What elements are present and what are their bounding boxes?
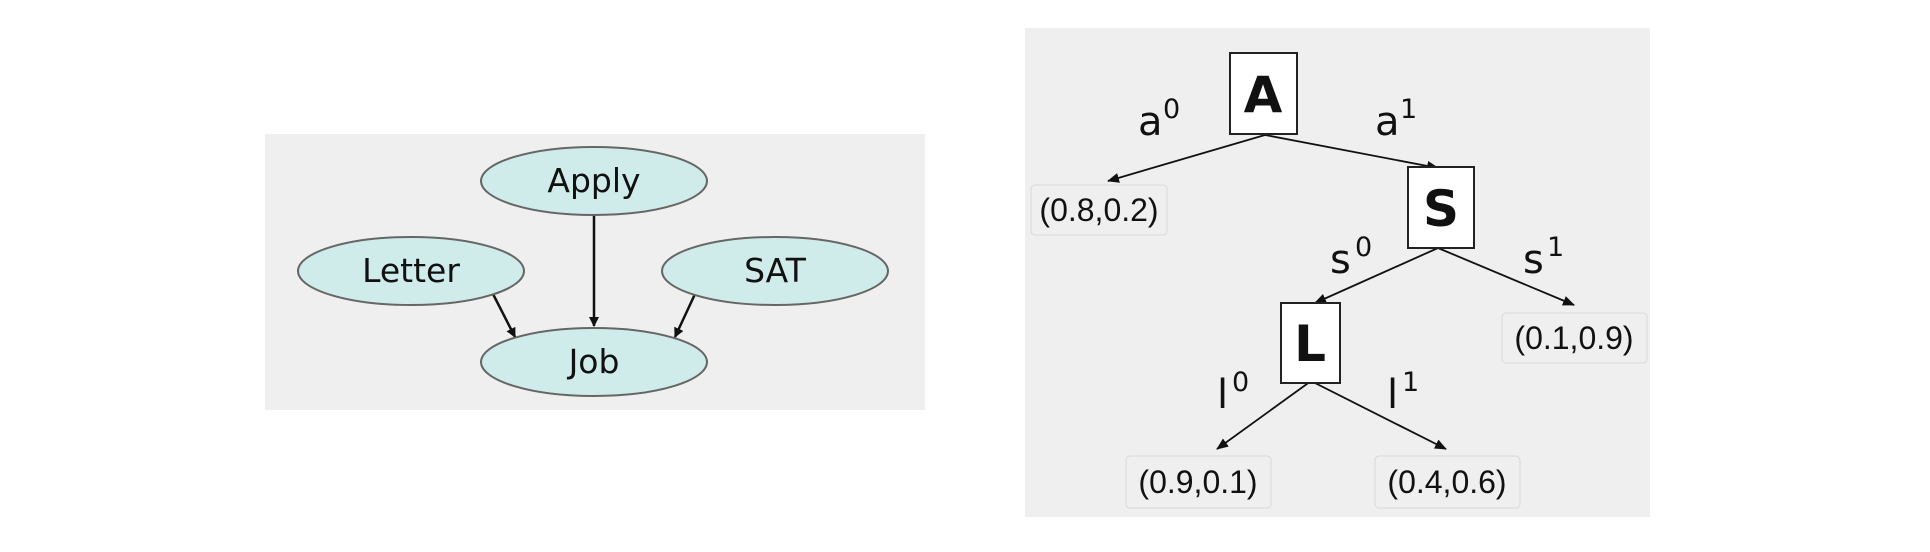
leaf-l1: (0.4,0.6) <box>1374 455 1521 509</box>
edge-sat-job <box>673 293 697 338</box>
tree-node-a: A <box>1229 52 1298 135</box>
edge-label-a0: a 0 <box>1138 94 1180 145</box>
edge-label-l0: l 0 <box>1217 367 1249 418</box>
edge-label-s1-sup: 1 <box>1547 232 1564 263</box>
edge-label-s1-base: s <box>1523 237 1544 283</box>
edge-label-s0-sup: 0 <box>1355 232 1372 263</box>
edge-s-l <box>1314 247 1439 304</box>
edge-label-l1: l 1 <box>1387 367 1419 418</box>
tree-node-l: L <box>1280 302 1341 384</box>
tree-node-s: S <box>1407 166 1475 249</box>
edge-label-s0: s 0 <box>1330 232 1372 283</box>
edge-letter-job <box>491 293 517 338</box>
edge-label-l0-sup: 0 <box>1232 367 1249 398</box>
edge-s-s1 <box>1437 247 1575 306</box>
node-sat-label: SAT <box>744 251 807 290</box>
node-job: Job <box>480 327 708 397</box>
leaf-a0: (0.8,0.2) <box>1030 184 1168 236</box>
leaf-s1-value: (0.1,0.9) <box>1514 320 1633 356</box>
node-apply: Apply <box>480 146 708 216</box>
node-letter: Letter <box>297 236 525 306</box>
edge-label-a1: a 1 <box>1375 94 1417 145</box>
edge-label-s0-base: s <box>1330 237 1351 283</box>
edge-label-l1-base: l <box>1387 372 1398 418</box>
edge-l-l1 <box>1310 380 1447 450</box>
bayes-net-diagram: Apply Letter SAT Job <box>265 134 925 410</box>
edge-a-s <box>1264 134 1439 171</box>
edge-label-l0-base: l <box>1217 372 1228 418</box>
decision-tree-background <box>1025 28 1650 517</box>
leaf-l0: (0.9,0.1) <box>1125 455 1272 509</box>
edge-a-a0 <box>1107 134 1266 183</box>
edge-label-a1-sup: 1 <box>1400 94 1417 125</box>
leaf-l0-value: (0.9,0.1) <box>1138 464 1257 500</box>
tree-node-a-label: A <box>1244 66 1283 124</box>
edge-label-a0-base: a <box>1138 99 1163 145</box>
node-job-label: Job <box>567 342 620 381</box>
edge-label-a1-base: a <box>1375 99 1400 145</box>
edge-l-l0 <box>1216 380 1312 450</box>
node-sat: SAT <box>661 236 889 306</box>
node-letter-label: Letter <box>362 251 460 290</box>
edge-label-a0-sup: 0 <box>1163 94 1180 125</box>
tree-node-s-label: S <box>1423 180 1459 238</box>
decision-tree-diagram: A S L a 0 a 1 s 0 s 1 l 0 <box>1025 28 1650 517</box>
leaf-a0-value: (0.8,0.2) <box>1039 192 1158 228</box>
leaf-s1: (0.1,0.9) <box>1501 312 1648 364</box>
tree-node-l-label: L <box>1294 315 1326 373</box>
edge-label-l1-sup: 1 <box>1402 367 1419 398</box>
edge-label-s1: s 1 <box>1523 232 1564 283</box>
node-apply-label: Apply <box>547 161 640 200</box>
leaf-l1-value: (0.4,0.6) <box>1387 464 1506 500</box>
